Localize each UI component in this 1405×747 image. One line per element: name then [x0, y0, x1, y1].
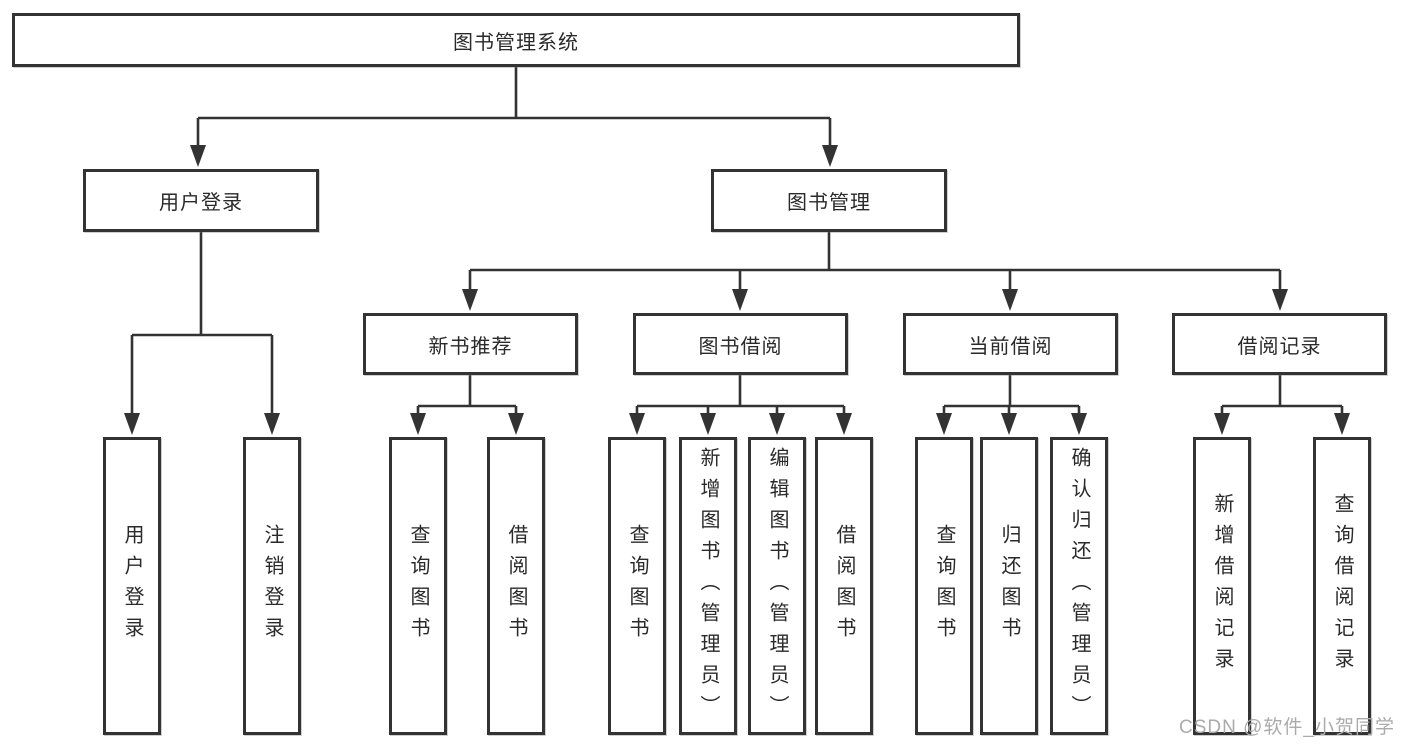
- node-label: 确认归还（管理员）: [1068, 446, 1090, 726]
- node-leaf-borrow-books-borrowing: 借阅图书: [815, 437, 873, 735]
- node-label: 借阅图书: [833, 524, 855, 648]
- node-label: 图书管理系统: [453, 31, 579, 54]
- node-label: 查询借阅记录: [1331, 493, 1353, 679]
- node-leaf-user-login: 用户登录: [103, 437, 161, 735]
- node-book-borrowing: 图书借阅: [633, 313, 848, 375]
- node-label: 新增图书（管理员）: [697, 446, 719, 726]
- node-leaf-borrow-books-recommend: 借阅图书: [487, 437, 545, 735]
- node-borrowing-records: 借阅记录: [1172, 313, 1387, 375]
- node-label: 查询图书: [407, 524, 429, 648]
- node-label: 当前借阅: [968, 335, 1053, 358]
- node-label: 新书推荐: [428, 335, 513, 358]
- node-user-login: 用户登录: [83, 169, 319, 232]
- node-leaf-query-books-borrowing: 查询图书: [608, 437, 666, 735]
- node-book-management: 图书管理: [711, 169, 947, 232]
- node-label: 用户登录: [159, 192, 243, 214]
- node-label: 新增借阅记录: [1211, 493, 1233, 679]
- node-library-management-system: 图书管理系统: [12, 13, 1020, 67]
- node-label: 用户登录: [121, 524, 143, 648]
- node-leaf-query-books-recommend: 查询图书: [389, 437, 447, 735]
- node-leaf-confirm-return-admin: 确认归还（管理员）: [1050, 437, 1108, 735]
- node-leaf-add-borrow-record: 新增借阅记录: [1193, 437, 1251, 735]
- node-label: 借阅记录: [1237, 335, 1322, 358]
- node-new-book-recommendation: 新书推荐: [363, 313, 578, 375]
- node-leaf-return-book: 归还图书: [980, 437, 1038, 735]
- node-leaf-add-book-admin: 新增图书（管理员）: [679, 437, 737, 735]
- node-label: 注销登录: [261, 524, 283, 648]
- node-current-borrowing: 当前借阅: [903, 313, 1118, 375]
- node-leaf-logout: 注销登录: [243, 437, 301, 735]
- node-label: 查询图书: [933, 524, 955, 648]
- node-label: 归还图书: [998, 524, 1020, 648]
- node-label: 借阅图书: [505, 524, 527, 648]
- node-leaf-query-borrow-record: 查询借阅记录: [1313, 437, 1371, 735]
- node-label: 图书借阅: [698, 335, 783, 358]
- node-label: 查询图书: [626, 524, 648, 648]
- node-label: 编辑图书（管理员）: [766, 446, 788, 726]
- node-leaf-query-books-current: 查询图书: [915, 437, 973, 735]
- watermark-text: CSDN @软件_小贺同学: [1179, 717, 1395, 738]
- node-leaf-edit-book-admin: 编辑图书（管理员）: [748, 437, 806, 735]
- node-label: 图书管理: [787, 192, 871, 214]
